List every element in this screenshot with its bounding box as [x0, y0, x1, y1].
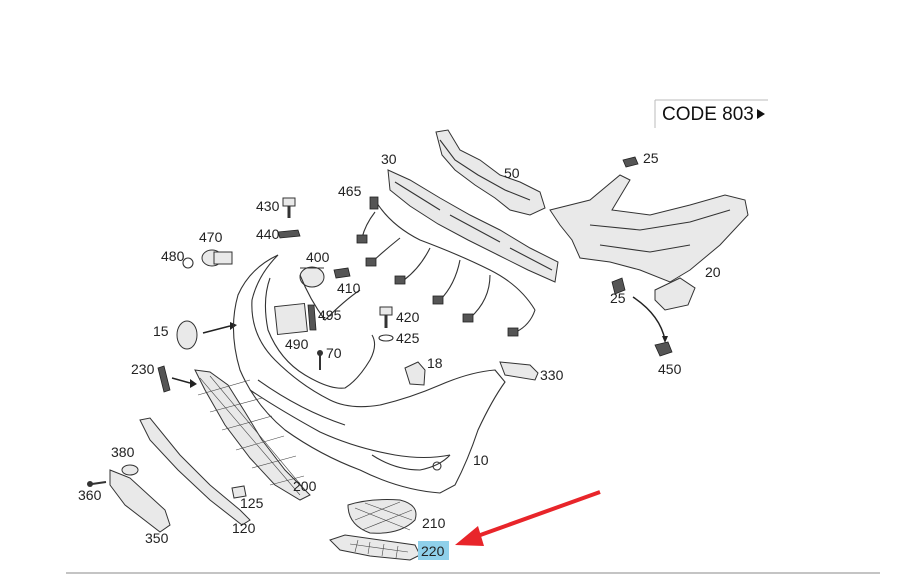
label-495[interactable]: 495: [318, 307, 342, 323]
part-470-sensor: [201, 249, 233, 267]
part-70-stud: [317, 350, 323, 370]
label-15[interactable]: 15: [153, 323, 169, 339]
part-450-screw: [654, 341, 673, 357]
part-330-strip: [499, 361, 539, 381]
label-465[interactable]: 465: [338, 183, 362, 199]
part-220-trim-strip: [329, 534, 421, 561]
label-430[interactable]: 430: [256, 198, 280, 214]
part-15-cover: [176, 320, 198, 350]
part-490-module: [274, 302, 317, 336]
part-210-fog-grille: [347, 499, 417, 534]
part-30-absorber: [387, 169, 559, 283]
code-label: CODE 803: [662, 104, 754, 125]
part-360-screw: [87, 481, 107, 487]
part-400-holder: [299, 266, 325, 288]
label-330[interactable]: 330: [540, 367, 564, 383]
label-400[interactable]: 400: [306, 249, 330, 265]
part-430-screw: [282, 197, 296, 218]
code-box: CODE 803: [654, 99, 768, 128]
red-arrow-icon: [455, 490, 601, 546]
label-420[interactable]: 420: [396, 309, 420, 325]
part-465-harness: [356, 196, 536, 337]
part-120-strip: [139, 417, 251, 526]
part-230-bracket: [157, 365, 197, 393]
part-420-screw: [379, 306, 393, 328]
label-25-lower[interactable]: 25: [610, 290, 626, 306]
part-425-washer: [378, 334, 394, 342]
label-200[interactable]: 200: [293, 478, 317, 494]
part-350-plate-holder: [109, 469, 171, 533]
part-50-bracket: [435, 129, 546, 216]
label-125[interactable]: 125: [240, 495, 264, 511]
part-25-clip-upper: [622, 156, 639, 168]
label-480[interactable]: 480: [161, 248, 185, 264]
part-200-grille: [194, 369, 311, 501]
label-70[interactable]: 70: [326, 345, 342, 361]
part-10-bumper-cover: [232, 254, 506, 494]
label-410[interactable]: 410: [337, 280, 361, 296]
label-210[interactable]: 210: [422, 515, 446, 531]
part-410-screw: [333, 267, 351, 279]
part-125-clip: [231, 485, 247, 499]
label-20[interactable]: 20: [705, 264, 721, 280]
part-480-ring: [182, 257, 194, 269]
label-425[interactable]: 425: [396, 330, 420, 346]
label-18[interactable]: 18: [427, 355, 443, 371]
label-450[interactable]: 450: [658, 361, 682, 377]
play-arrow-icon: [757, 109, 765, 119]
label-220[interactable]: 220: [421, 543, 445, 559]
part-380-clip: [121, 464, 139, 476]
part-20-bracket: [549, 174, 749, 311]
label-50[interactable]: 50: [504, 165, 520, 181]
label-120[interactable]: 120: [232, 520, 256, 536]
part-18-bracket: [404, 361, 426, 386]
part-440-clip: [277, 229, 301, 239]
label-25-upper[interactable]: 25: [643, 150, 659, 166]
label-10[interactable]: 10: [473, 452, 489, 468]
label-360[interactable]: 360: [78, 487, 102, 503]
label-470[interactable]: 470: [199, 229, 223, 245]
part-25-clip-lower: [611, 277, 626, 295]
label-380[interactable]: 380: [111, 444, 135, 460]
label-350[interactable]: 350: [145, 530, 169, 546]
label-30[interactable]: 30: [381, 151, 397, 167]
label-440[interactable]: 440: [256, 226, 280, 242]
label-230[interactable]: 230: [131, 361, 155, 377]
highlight-box-220: [418, 541, 449, 560]
label-490[interactable]: 490: [285, 336, 309, 352]
